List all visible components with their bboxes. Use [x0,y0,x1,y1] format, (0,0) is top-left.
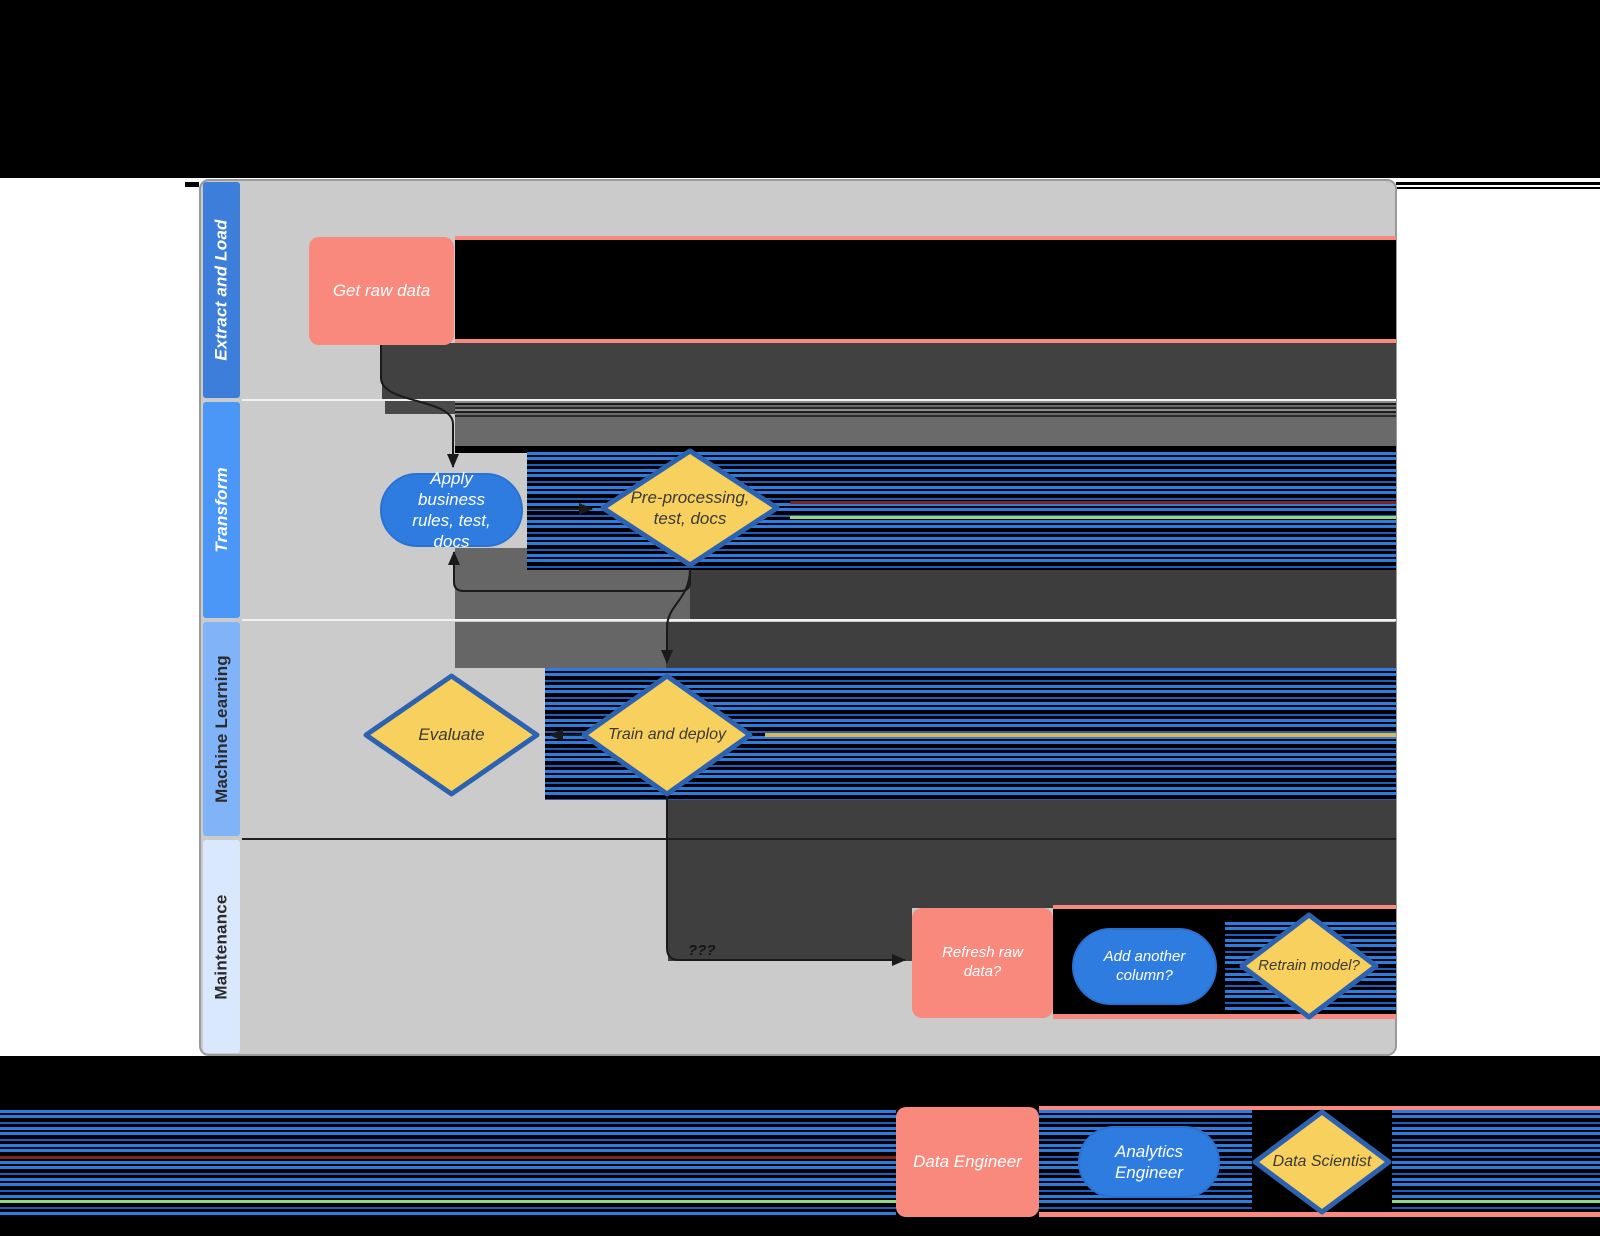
glitch-pink-smear-legend [1039,1212,1600,1217]
glitch-yellow-line [765,733,1396,737]
edge-question-label: ??? [688,942,716,959]
lane-label-extract-and-load: Extract and Load [211,219,231,361]
glitch-black-lane1 [455,240,1396,339]
node-evaluate[interactable]: Evaluate [363,673,540,797]
node-pre-processing[interactable]: Pre-processing, test, docs [600,448,780,568]
glitch-pink-smear-legend [1039,1106,1600,1110]
lane-divider-2 [242,619,1396,621]
node-get-raw-data[interactable]: Get raw data [309,237,454,345]
glitch-dark-lane3-top [666,622,1396,668]
lane-header-transform[interactable]: Transform [203,402,240,618]
legend-data-scientist[interactable]: Data Scientist [1252,1109,1392,1215]
glitch-gray-lane2 [455,417,1396,446]
node-retrain-model[interactable]: Retrain model? [1239,912,1379,1020]
node-train-and-deploy-label: Train and deploy [608,726,726,743]
node-pre-processing-label: Pre-processing, test, docs [630,487,750,528]
glitch-pink-smear [1053,1014,1396,1019]
glitch-gray-lane2-bottom [455,570,690,619]
glitch-dark-lane2-bottom [690,570,1396,619]
diamond-shape [363,673,540,797]
glitch-dark-notch [385,401,455,414]
glitch-pink-smear [455,236,1396,240]
diamond-shape [581,673,753,797]
glitch-red-line [790,501,1396,504]
node-refresh-raw-data-label: Refresh raw data? [942,944,1023,980]
glitch-band-top [0,0,1600,178]
lane-header-maintenance[interactable]: Maintenance [203,840,240,1053]
legend-analytics-engineer[interactable]: Analytics Engineer [1078,1126,1220,1198]
glitch-blue-stripes-legend-right [1392,1110,1600,1215]
glitch-red-line-legend [0,1156,896,1159]
node-apply-business-rules-label: Apply business rules, test, docs [412,468,491,552]
smear-mark-left [185,182,199,187]
lane-label-transform: Transform [211,467,231,553]
glitch-pink-smear [1053,905,1396,909]
diamond-shape [1252,1109,1392,1215]
lane-header-extract-and-load[interactable]: Extract and Load [203,182,240,398]
node-evaluate-label: Evaluate [418,725,485,745]
node-add-another-column-label: Add another column? [1103,947,1186,984]
smear-line-right-1 [1396,182,1600,185]
glitch-gray-stripes [455,401,1396,417]
lane-divider-3 [242,838,1396,840]
glitch-dark-lane1 [382,343,1396,400]
glitch-pink-smear [455,339,1396,343]
lane-divider-1 [242,399,1396,401]
lane-header-machine-learning[interactable]: Machine Learning [203,622,240,836]
glitch-blue-stripes-legend-left [0,1110,896,1215]
glitch-green-line [790,516,1396,519]
lane-label-machine-learning: Machine Learning [211,655,231,803]
legend-data-engineer[interactable]: Data Engineer [896,1107,1039,1217]
lane-label-maintenance: Maintenance [211,893,231,1000]
glitch-gray-lane3-top [455,622,666,668]
node-apply-business-rules[interactable]: Apply business rules, test, docs [380,469,523,551]
node-add-another-column[interactable]: Add another column? [1072,928,1217,1005]
glitch-dark-lane3-bottom [668,800,1396,838]
diamond-shape [1239,912,1379,1020]
node-train-and-deploy[interactable]: Train and deploy [581,673,753,797]
legend-data-scientist-label: Data Scientist [1272,1153,1372,1170]
glitch-green-line-legend [0,1200,896,1203]
smear-line-right-2 [1396,187,1600,189]
node-retrain-model-label: Retrain model? [1258,956,1360,974]
glitch-dark-lane4-top [668,840,1396,908]
legend-analytics-engineer-label: Analytics Engineer [1114,1141,1184,1182]
glitch-green-line-legend [1392,1200,1600,1203]
node-get-raw-data-label: Get raw data [332,281,431,301]
glitch-black-strip [455,446,1396,453]
node-refresh-raw-data[interactable]: Refresh raw data? [912,908,1053,1018]
legend-data-engineer-label: Data Engineer [913,1152,1022,1172]
